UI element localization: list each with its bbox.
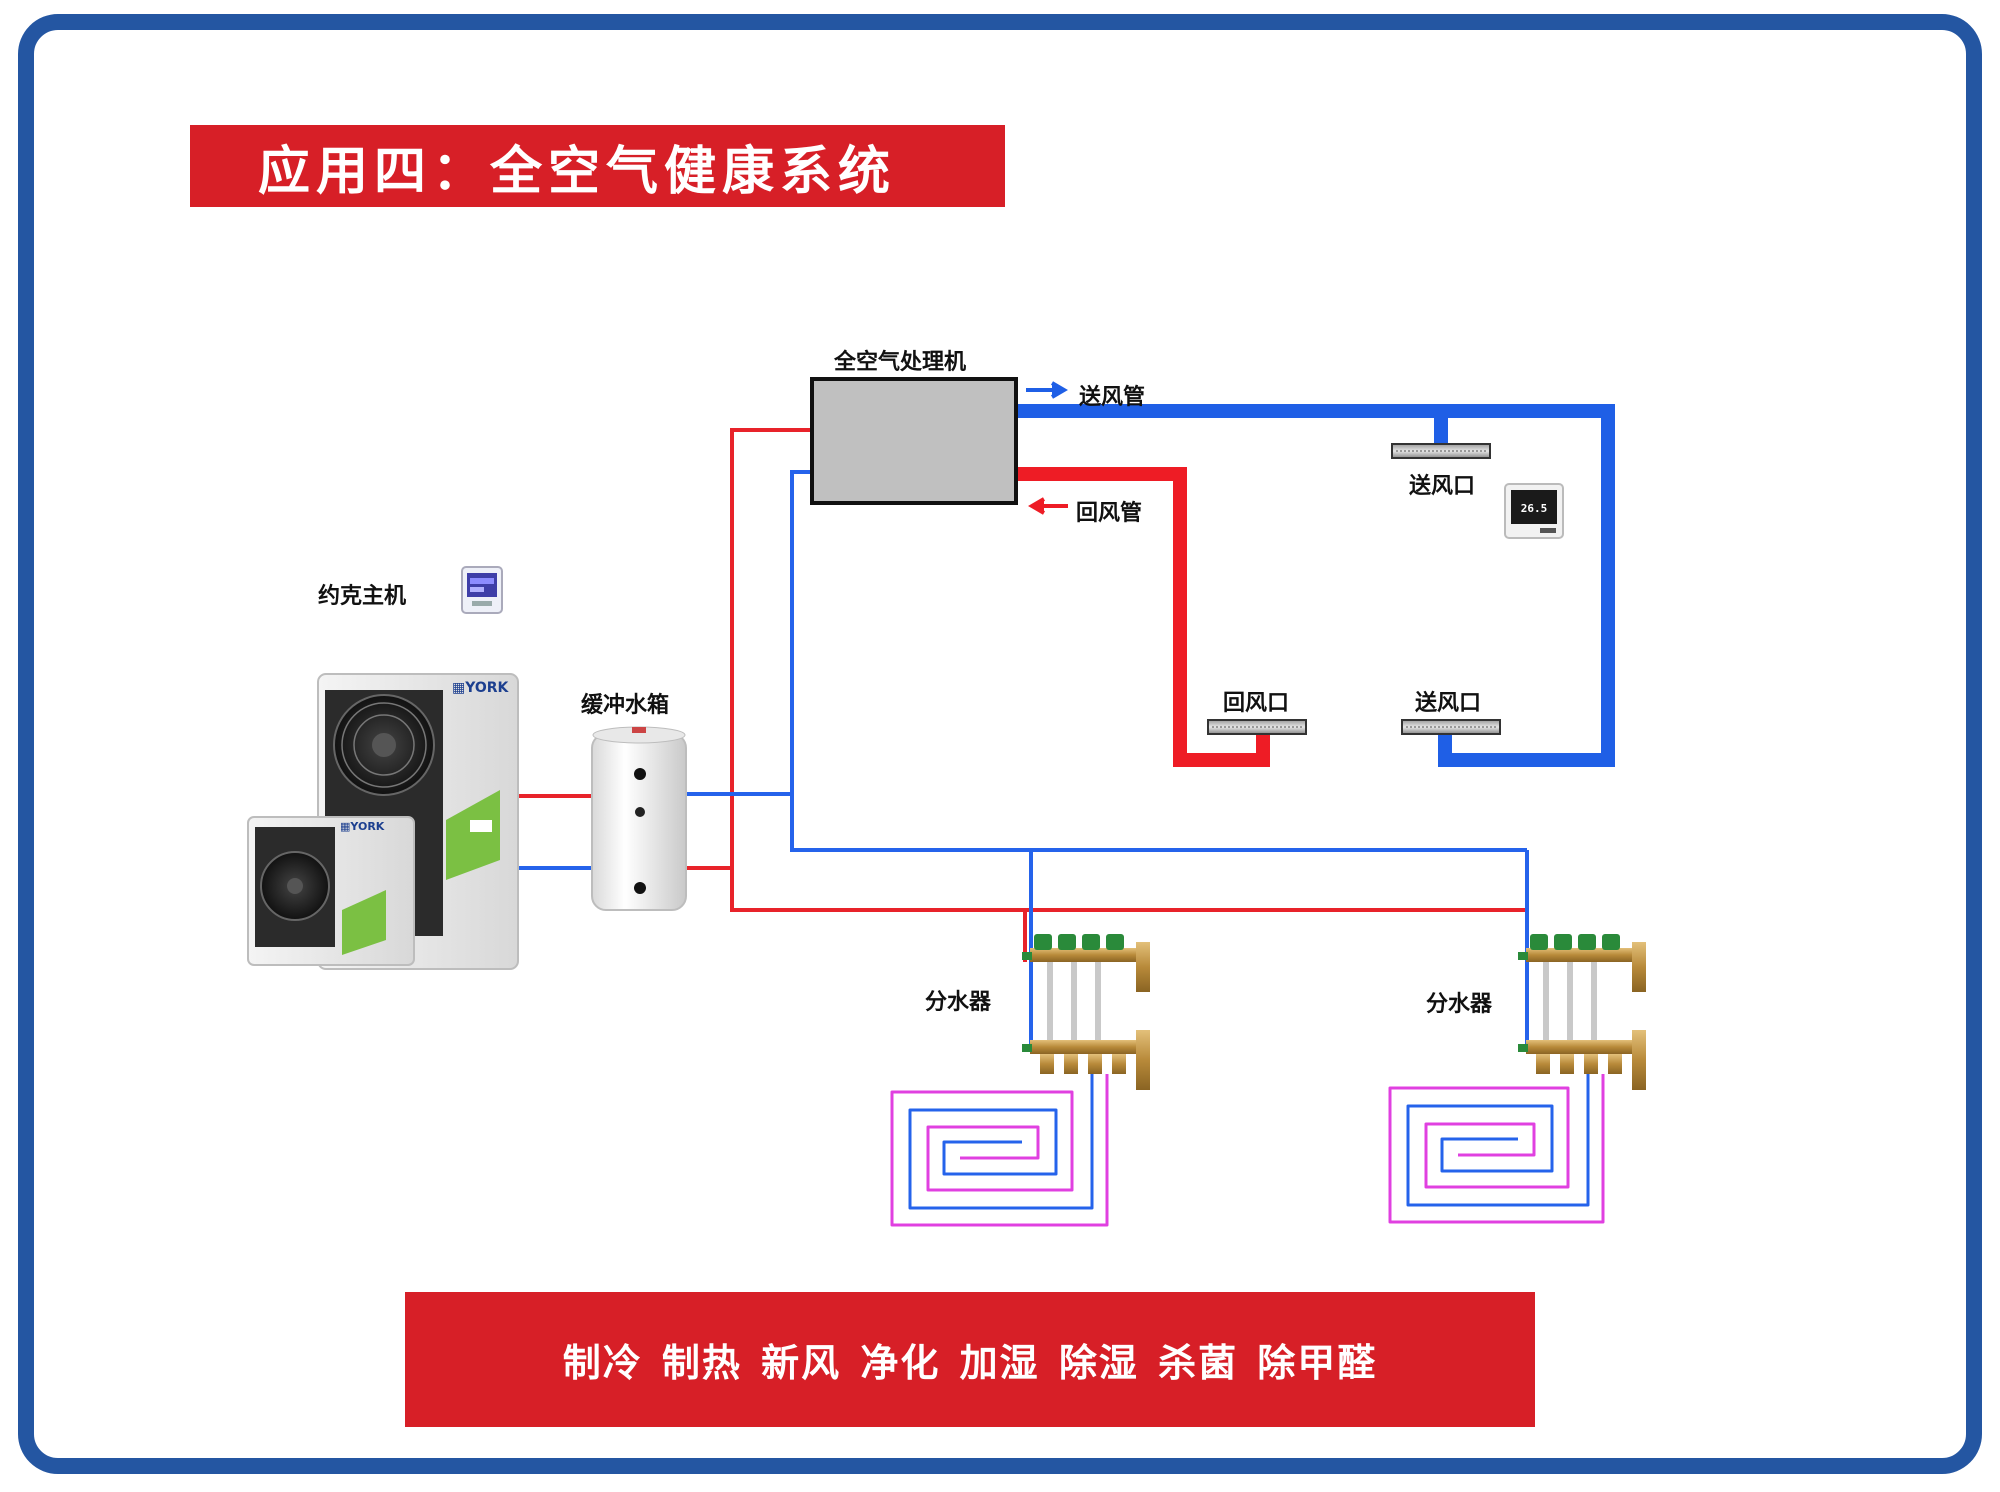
- floor-return-vent-label: 回风口: [1223, 691, 1290, 716]
- manifold-left: [1022, 934, 1150, 1090]
- supply-air-duct: [1016, 404, 1615, 767]
- return-air-duct: [1016, 467, 1270, 767]
- return-duct-label: 回风管: [1076, 501, 1143, 526]
- features-banner: 制冷 制热 新风 净化 加湿 除湿 杀菌 除甲醛: [405, 1292, 1535, 1427]
- features-text: 制冷 制热 新风 净化 加湿 除湿 杀菌 除甲醛: [562, 1341, 1378, 1385]
- thermostat-reading: 26.5: [1521, 502, 1548, 515]
- manifold-left-label: 分水器: [925, 990, 992, 1015]
- floor-loop-left: [890, 1074, 1109, 1227]
- title-banner: 应用四：全空气健康系统: [190, 125, 1005, 207]
- floor-supply-vent: [1401, 719, 1501, 735]
- svg-text:▦YORK: ▦YORK: [340, 820, 385, 833]
- floor-loop-right: [1388, 1074, 1605, 1224]
- supply-duct-label: 送风管: [1079, 385, 1146, 410]
- host-controller: [461, 566, 503, 614]
- buffer-tank: [591, 726, 687, 911]
- floor-return-vent: [1207, 719, 1307, 735]
- ahu-label: 全空气处理机: [834, 350, 967, 375]
- ceiling-supply-vent: [1391, 443, 1491, 459]
- supply-pipe-main: [790, 470, 1527, 852]
- floor-supply-vent-label: 送风口: [1415, 691, 1482, 716]
- supply-duct-arrow-icon: [1026, 381, 1068, 399]
- host-label: 约克主机: [318, 584, 407, 609]
- buffer-tank-label: 缓冲水箱: [581, 693, 670, 718]
- manifold-right: [1518, 934, 1646, 1090]
- manifold-right-label: 分水器: [1426, 992, 1493, 1017]
- york-host-units: ▦YORK ▦YORK: [247, 673, 519, 970]
- wall-thermostat: 26.5: [1504, 483, 1564, 539]
- air-handling-unit: [810, 377, 1018, 505]
- ceiling-supply-vent-label: 送风口: [1409, 474, 1476, 499]
- svg-text:▦YORK: ▦YORK: [452, 680, 510, 696]
- return-duct-arrow-icon: [1028, 497, 1068, 515]
- page-title: 应用四：全空气健康系统: [258, 141, 897, 202]
